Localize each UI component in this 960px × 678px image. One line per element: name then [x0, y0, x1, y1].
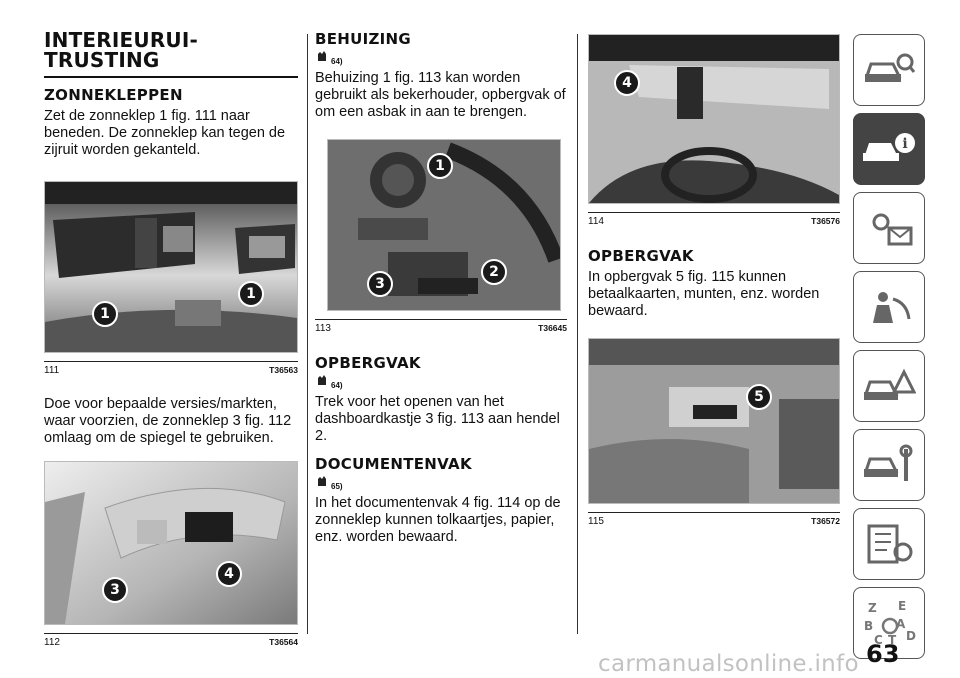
tab-dashboard-lights[interactable] — [853, 192, 925, 264]
callout-1a: 1 — [92, 301, 118, 327]
tab-car-search[interactable] — [853, 34, 925, 106]
callout-5: 5 — [746, 384, 772, 410]
watermark: carmanualsonline.info — [598, 651, 859, 677]
documents-visor-photo — [588, 34, 840, 204]
checklist-gear-icon — [867, 524, 913, 564]
figure-code: T36572 — [811, 516, 840, 526]
tab-car-service[interactable] — [853, 429, 925, 501]
svg-text:D: D — [906, 629, 916, 643]
tab-car-warning[interactable] — [853, 350, 925, 422]
warning-ref-64b: 64) — [315, 372, 567, 392]
heading-behuizing: BEHUIZING — [315, 30, 412, 48]
figure-number: 113 — [315, 323, 331, 334]
figure-number: 112 — [44, 637, 60, 648]
sunvisor-photo — [44, 181, 298, 353]
car-service-icon — [863, 444, 913, 481]
column-1: INTERIEURUI- TRUSTING ZONNEKLEPPEN Zet d… — [44, 30, 298, 648]
figure-113: 1 3 2 113 T36645 — [315, 139, 567, 334]
warning-reference: 64) — [331, 381, 343, 390]
figure-caption-111: 111 T36563 — [44, 361, 298, 376]
car-warning-icon — [863, 368, 916, 400]
callout-3: 3 — [102, 577, 128, 603]
warning-ref-65: 65) — [315, 473, 567, 493]
subsection-title-zonnekleppen: ZONNEKLEPPEN — [44, 86, 183, 104]
tab-car-info[interactable]: i — [853, 113, 925, 185]
airbag-steering-icon — [873, 292, 911, 323]
column-2: BEHUIZING 64) Behuizing 1 fig. 113 kan w… — [315, 30, 567, 546]
figure-caption-114: 114 T36576 — [588, 212, 840, 227]
figure-111: 1 1 111 T36563 — [44, 181, 298, 376]
heading-documentenvak: DOCUMENTENVAK — [315, 455, 472, 473]
svg-text:B: B — [864, 619, 873, 633]
column-3: 4 114 T36576 OPBERGVAK In opbergvak 5 fi… — [588, 34, 840, 527]
dashboard-lights-icon — [872, 213, 913, 246]
center-console-photo — [327, 139, 564, 311]
chapter-nav-sidebar: i — [853, 34, 925, 666]
svg-text:i: i — [902, 136, 907, 152]
figure-code: T36564 — [269, 637, 298, 647]
figure-115: 5 115 T36572 — [588, 338, 840, 527]
svg-text:T: T — [888, 633, 897, 647]
warning-hand-icon — [315, 48, 329, 67]
paragraph-opbergvak: Trek voor het openen van het dashboardka… — [315, 394, 560, 444]
warning-hand-icon — [315, 473, 329, 492]
page-number: 63 — [866, 640, 900, 668]
svg-text:A: A — [896, 617, 906, 631]
callout-1b: 1 — [238, 281, 264, 307]
figure-code: T36645 — [538, 323, 567, 333]
paragraph-sunvisor: Zet de zonneklep 1 fig. 111 naar beneden… — [44, 108, 286, 158]
car-search-icon — [864, 53, 915, 82]
figure-112: 3 4 112 T36564 — [44, 461, 298, 648]
svg-text:E: E — [898, 599, 906, 613]
paragraph-behuizing: Behuizing 1 fig. 113 kan worden gebruikt… — [315, 70, 566, 120]
figure-number: 114 — [588, 216, 604, 227]
callout-2: 2 — [481, 259, 507, 285]
column-divider-left — [307, 34, 308, 634]
figure-caption-115: 115 T36572 — [588, 512, 840, 527]
svg-text:C: C — [874, 633, 883, 647]
heading-opbergvak-2: OPBERGVAK — [588, 247, 694, 265]
figure-caption-112: 112 T36564 — [44, 633, 298, 648]
sunvisor-mirror-photo — [44, 461, 298, 625]
title-rule — [44, 76, 298, 78]
warning-reference: 65) — [331, 482, 343, 491]
section-title: INTERIEURUI- TRUSTING — [44, 28, 199, 72]
paragraph-mirror: Doe voor bepaalde versies/markten, waar … — [44, 396, 292, 446]
svg-text:Z: Z — [868, 601, 877, 615]
figure-caption-113: 113 T36645 — [315, 319, 567, 334]
callout-3: 3 — [367, 271, 393, 297]
paragraph-opbergvak-2: In opbergvak 5 fig. 115 kunnen betaalkaa… — [588, 269, 820, 319]
warning-reference: 64) — [331, 57, 343, 66]
figure-code: T36563 — [269, 365, 298, 375]
car-info-icon: i — [863, 133, 915, 161]
warning-hand-icon — [315, 372, 329, 391]
callout-4: 4 — [614, 70, 640, 96]
callout-1: 1 — [427, 153, 453, 179]
figure-number: 111 — [44, 365, 60, 376]
tab-airbag-steering[interactable] — [853, 271, 925, 343]
figure-114: 4 114 T36576 — [588, 34, 840, 227]
warning-ref-64a: 64) — [315, 48, 567, 68]
figure-code: T36576 — [811, 216, 840, 226]
column-divider-right — [577, 34, 578, 634]
tab-checklist-gear[interactable] — [853, 508, 925, 580]
paragraph-documentenvak: In het documentenvak 4 fig. 114 op de zo… — [315, 495, 561, 545]
storage-compartment-photo — [588, 338, 840, 504]
heading-opbergvak: OPBERGVAK — [315, 354, 421, 372]
figure-number: 115 — [588, 516, 604, 527]
callout-4: 4 — [216, 561, 242, 587]
